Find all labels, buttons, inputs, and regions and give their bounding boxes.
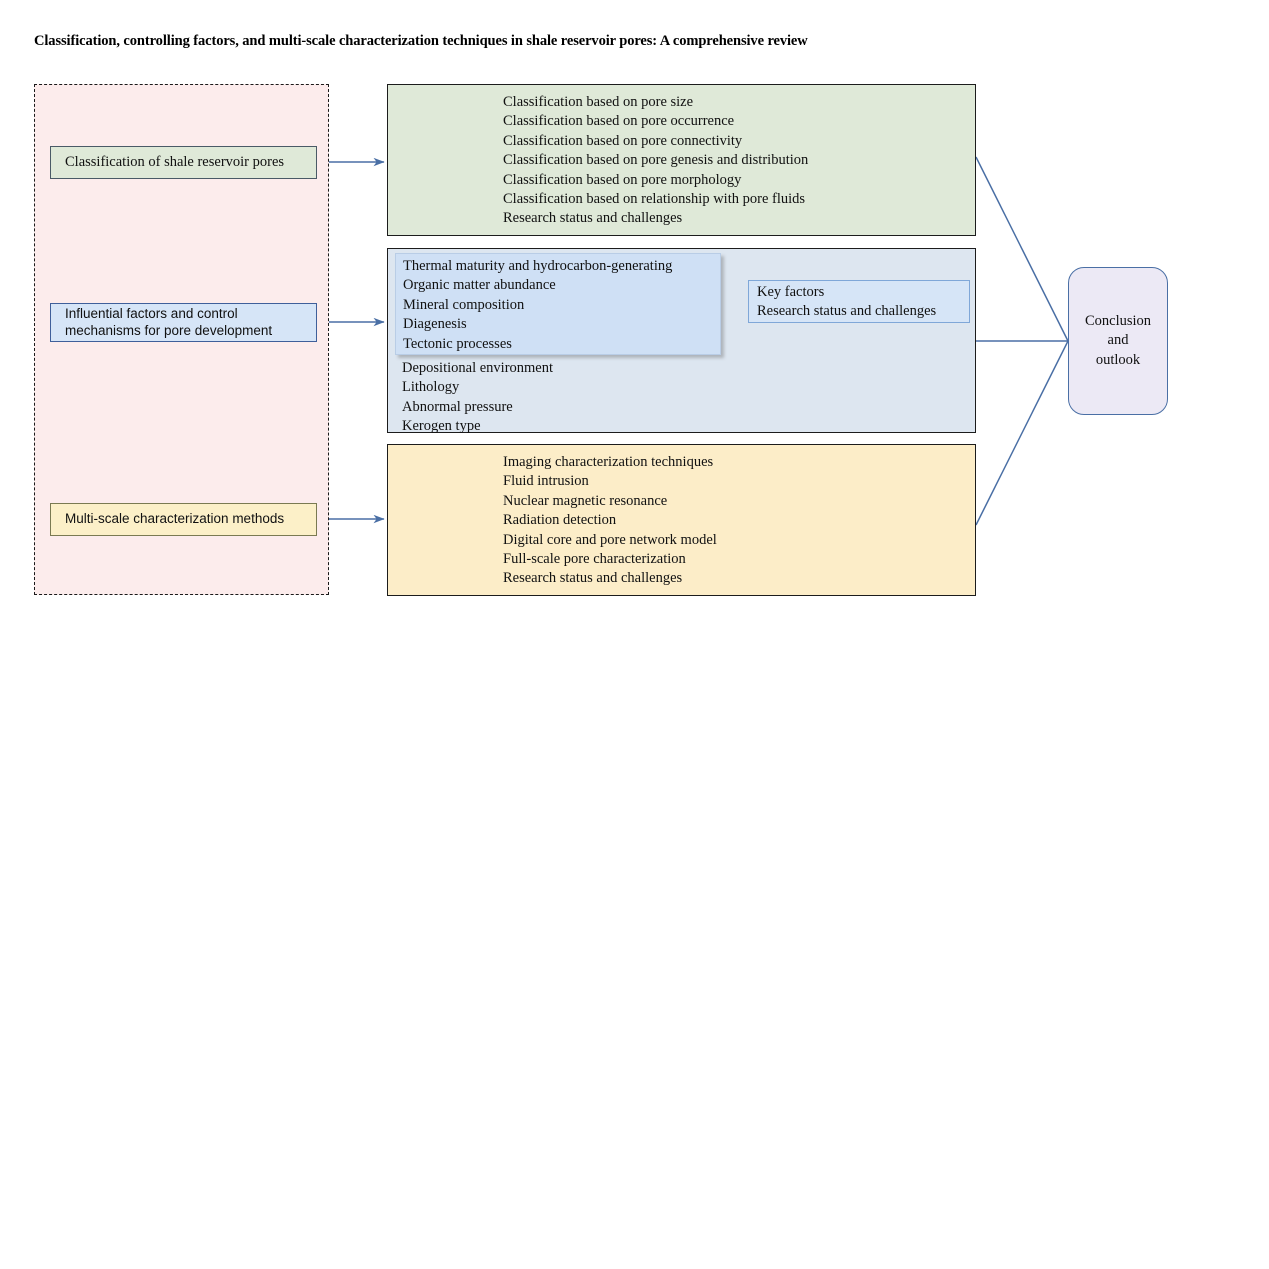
list-item: Research status and challenges (757, 303, 937, 320)
key-factors-box: Key factors Research status and challeng… (748, 280, 970, 323)
list-item: Classification based on pore occurrence (503, 113, 735, 130)
primary-factors-subbox: Thermal maturity and hydrocarbon-generat… (395, 253, 721, 355)
stage-label-classification: Classification of shale reservoir pores (65, 153, 285, 170)
conclusion-line-1: Conclusion (1084, 312, 1152, 329)
list-item: Key factors (757, 284, 825, 300)
list-item: Imaging characterization techniques (503, 454, 714, 470)
secondary-factors-list: Depositional environment Lithology Abnor… (402, 359, 553, 437)
primary-factors-list: Thermal maturity and hydrocarbon-generat… (403, 257, 672, 354)
panel-classification: Classification based on pore size Classi… (387, 84, 976, 236)
list-item: Lithology (402, 379, 460, 396)
panel-methods: Imaging characterization techniques Flui… (387, 444, 976, 596)
list-item: Classification based on pore genesis and… (503, 152, 809, 169)
list-item: Depositional environment (402, 360, 554, 376)
list-item: Research status and challenges (503, 570, 683, 587)
list-item: Classification based on relationship wit… (503, 191, 806, 208)
list-item: Research status and challenges (503, 210, 683, 227)
list-item: Organic matter abundance (403, 277, 556, 294)
classification-item-list: Classification based on pore size Classi… (503, 93, 808, 229)
stage-label-methods: Multi-scale characterization methods (65, 511, 285, 527)
list-item: Classification based on pore size (503, 94, 694, 110)
list-item: Fluid intrusion (503, 473, 589, 490)
list-item: Abnormal pressure (402, 398, 513, 415)
list-item: Thermal maturity and hydrocarbon-generat… (403, 258, 673, 274)
list-item: Digital core and pore network model (503, 531, 717, 548)
list-item: Diagenesis (403, 316, 467, 333)
page-title: Classification, controlling factors, and… (34, 33, 808, 49)
connector-classification-to-conclusion (975, 156, 1069, 342)
connector-methods-to-conclusion (975, 340, 1069, 526)
panel-factors: Thermal maturity and hydrocarbon-generat… (387, 248, 976, 434)
methods-item-list: Imaging characterization techniques Flui… (503, 453, 717, 589)
stage-box-methods[interactable]: Multi-scale characterization methods (50, 503, 317, 536)
list-item: Classification based on pore morphology (503, 171, 742, 188)
list-item: Mineral composition (403, 296, 525, 313)
stage-box-classification[interactable]: Classification of shale reservoir pores (50, 146, 317, 179)
conclusion-box: Conclusion and outlook (1068, 267, 1168, 415)
list-item: Kerogen type (402, 418, 481, 435)
list-item: Radiation detection (503, 512, 617, 529)
list-item: Classification based on pore connectivit… (503, 132, 743, 149)
list-item: Full-scale pore characterization (503, 551, 686, 568)
conclusion-line-2: and (1107, 332, 1129, 349)
list-item: Tectonic processes (403, 335, 512, 352)
conclusion-line-3: outlook (1095, 351, 1141, 368)
stage-box-factors[interactable]: Influential factors and control mechanis… (50, 303, 317, 342)
stage-label-factors: Influential factors and control mechanis… (65, 306, 273, 338)
key-factors-list: Key factors Research status and challeng… (757, 283, 969, 322)
list-item: Nuclear magnetic resonance (503, 492, 668, 509)
